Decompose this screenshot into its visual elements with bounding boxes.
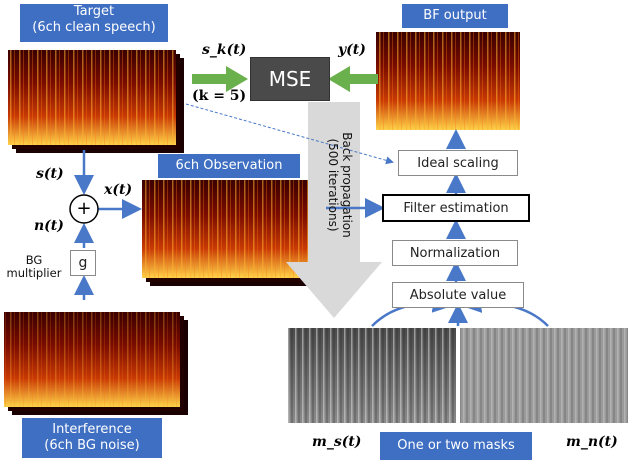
normalization-box: Normalization <box>392 240 518 266</box>
mn-label: m_n(t) <box>566 434 618 450</box>
n-label: n(t) <box>34 218 64 234</box>
observation-spectrogram <box>142 180 326 286</box>
backprop-arrow <box>286 102 382 318</box>
noise-mask-image <box>460 328 628 423</box>
interference-spectrogram <box>4 312 188 415</box>
observation-label: 6ch Observation <box>158 154 300 178</box>
target-label: Target (6ch clean speech) <box>20 4 168 42</box>
y-label: y(t) <box>338 42 366 58</box>
bf-output-spectrogram <box>376 32 520 130</box>
sk-label: s_k(t) <box>202 42 247 58</box>
s-label: s(t) <box>36 166 64 182</box>
dashed-reference-line <box>185 103 394 165</box>
sum-node <box>69 194 99 224</box>
interference-label: Interference (6ch BG noise) <box>22 418 162 458</box>
mse-box: MSE <box>250 57 330 101</box>
backprop-label: Back propagation (500 iterations) <box>326 132 354 238</box>
green-arrows <box>192 66 378 92</box>
x-label: x(t) <box>104 182 133 198</box>
absolute-value-box: Absolute value <box>392 282 524 308</box>
ideal-scaling-box: Ideal scaling <box>398 150 518 176</box>
bg-multiplier-label: BG multiplier <box>6 253 62 280</box>
filter-estimation-box: Filter estimation <box>382 194 530 222</box>
k-label: (k = 5) <box>192 88 247 104</box>
masks-label: One or two masks <box>380 432 532 460</box>
target-spectrogram <box>8 50 184 153</box>
gain-box: g <box>70 250 96 276</box>
plus-sign: + <box>76 198 92 219</box>
bf-output-label: BF output <box>402 4 508 28</box>
ms-label: m_s(t) <box>312 434 362 450</box>
speech-mask-image <box>288 328 456 423</box>
